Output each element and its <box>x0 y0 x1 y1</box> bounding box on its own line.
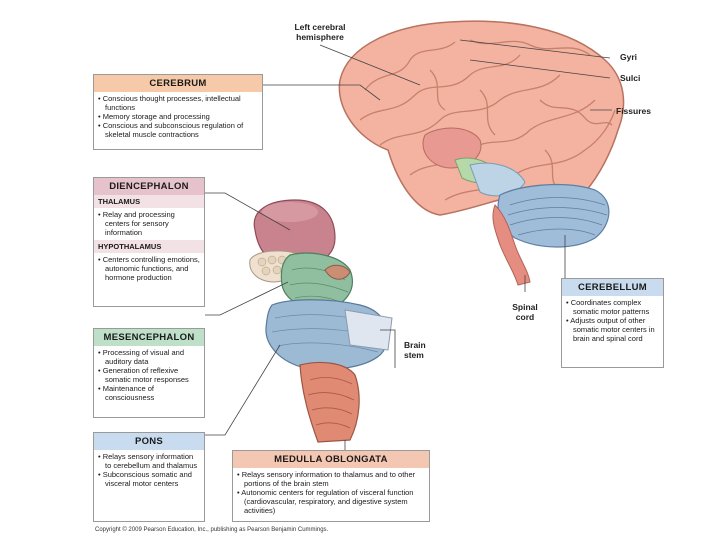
cerebellum-shape <box>497 183 610 248</box>
copyright-notice: Copyright © 2009 Pearson Education, Inc.… <box>95 527 329 533</box>
medulla-item: • Autonomic centers for regulation of vi… <box>237 488 414 515</box>
label-fissures: Fissures <box>616 106 651 116</box>
pons-title: PONS <box>94 433 204 450</box>
cerebrum-item: • Conscious thought processes, intellect… <box>98 94 241 112</box>
medulla-shape <box>299 361 360 443</box>
cerebrum-item: • Memory storage and processing <box>98 112 210 121</box>
mesencephalon-item: • Maintenance of consciousness <box>98 384 155 402</box>
medulla-title: MEDULLA OBLONGATA <box>233 451 429 468</box>
cerebrum-title: CEREBRUM <box>94 75 262 92</box>
cerebrum-box: CEREBRUM • Conscious thought processes, … <box>93 74 263 150</box>
hypothalamus-title: HYPOTHALAMUS <box>94 240 204 253</box>
mesencephalon-box: MESENCEPHALON • Processing of visual and… <box>93 328 205 418</box>
cerebellum-item: • Adjusts output of other somatic motor … <box>566 316 655 343</box>
cerebrum-item: • Conscious and subconscious regulation … <box>98 121 244 139</box>
thalamus-item: • Relay and processing centers for senso… <box>98 210 175 237</box>
mesencephalon-item: • Processing of visual and auditory data <box>98 348 185 366</box>
medulla-item: • Relays sensory information to thalamus… <box>237 470 416 488</box>
medulla-box: MEDULLA OBLONGATA • Relays sensory infor… <box>232 450 430 522</box>
pons-item: • Subconscious somatic and visceral moto… <box>98 470 192 488</box>
cerebellum-item: • Coordinates complex somatic motor patt… <box>566 298 650 316</box>
pons-item: • Relays sensory information to cerebell… <box>98 452 198 470</box>
diencephalon-box: DIENCEPHALON THALAMUS • Relay and proces… <box>93 177 205 307</box>
label-brain-stem: Brain stem <box>404 340 426 360</box>
label-gyri: Gyri <box>620 52 638 62</box>
thalamus-title: THALAMUS <box>94 195 204 208</box>
mesencephalon-title: MESENCEPHALON <box>94 329 204 346</box>
mesencephalon-item: • Generation of reflexive somatic motor … <box>98 366 189 384</box>
hypothalamus-item: • Centers controlling emotions, autonomi… <box>98 255 200 282</box>
label-sulci: Sulci <box>620 73 641 83</box>
diencephalon-title: DIENCEPHALON <box>94 178 204 195</box>
pons-box: PONS • Relays sensory information to cer… <box>93 432 205 522</box>
label-left-cerebral-hemisphere: Left cerebral hemisphere <box>294 22 346 42</box>
cerebellum-box: CEREBELLUM • Coordinates complex somatic… <box>561 278 664 368</box>
label-spinal-cord: Spinal cord <box>512 302 538 322</box>
cerebellum-title: CEREBELLUM <box>562 279 663 296</box>
